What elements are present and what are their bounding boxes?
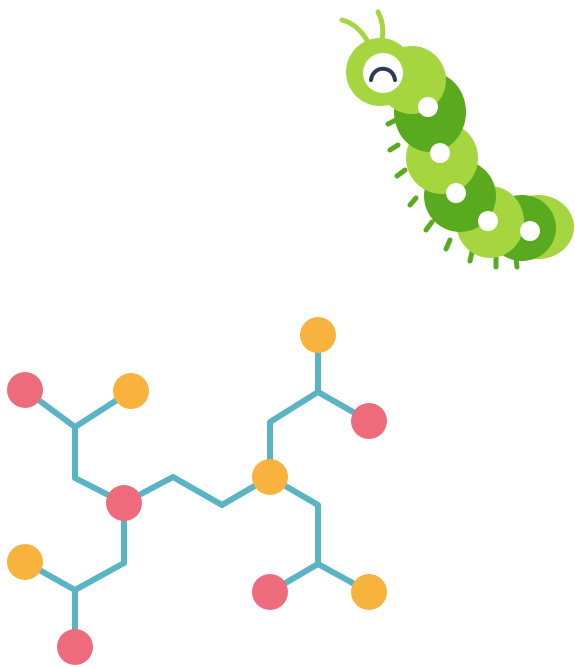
caterpillar-eye-line — [369, 66, 397, 82]
atom-orange — [7, 544, 43, 580]
atom-red — [7, 372, 43, 408]
molecule-icon — [7, 317, 387, 665]
atom-red — [351, 403, 387, 439]
atom-red — [106, 485, 142, 521]
atom-orange — [300, 317, 336, 353]
caterpillar-icon — [339, 9, 574, 270]
caterpillar-spots — [418, 97, 540, 241]
atom-orange — [351, 574, 387, 610]
caterpillar-antenna-left — [339, 17, 371, 45]
atom-red — [252, 574, 288, 610]
molecule-atoms — [7, 317, 387, 665]
atom-red — [57, 629, 93, 665]
atom-orange — [252, 459, 288, 495]
caterpillar-eye — [363, 53, 403, 93]
molecule-bonds — [22, 332, 372, 650]
caterpillar-legs — [385, 117, 520, 270]
caterpillar-antenna-right — [375, 9, 386, 43]
atom-orange — [113, 373, 149, 409]
